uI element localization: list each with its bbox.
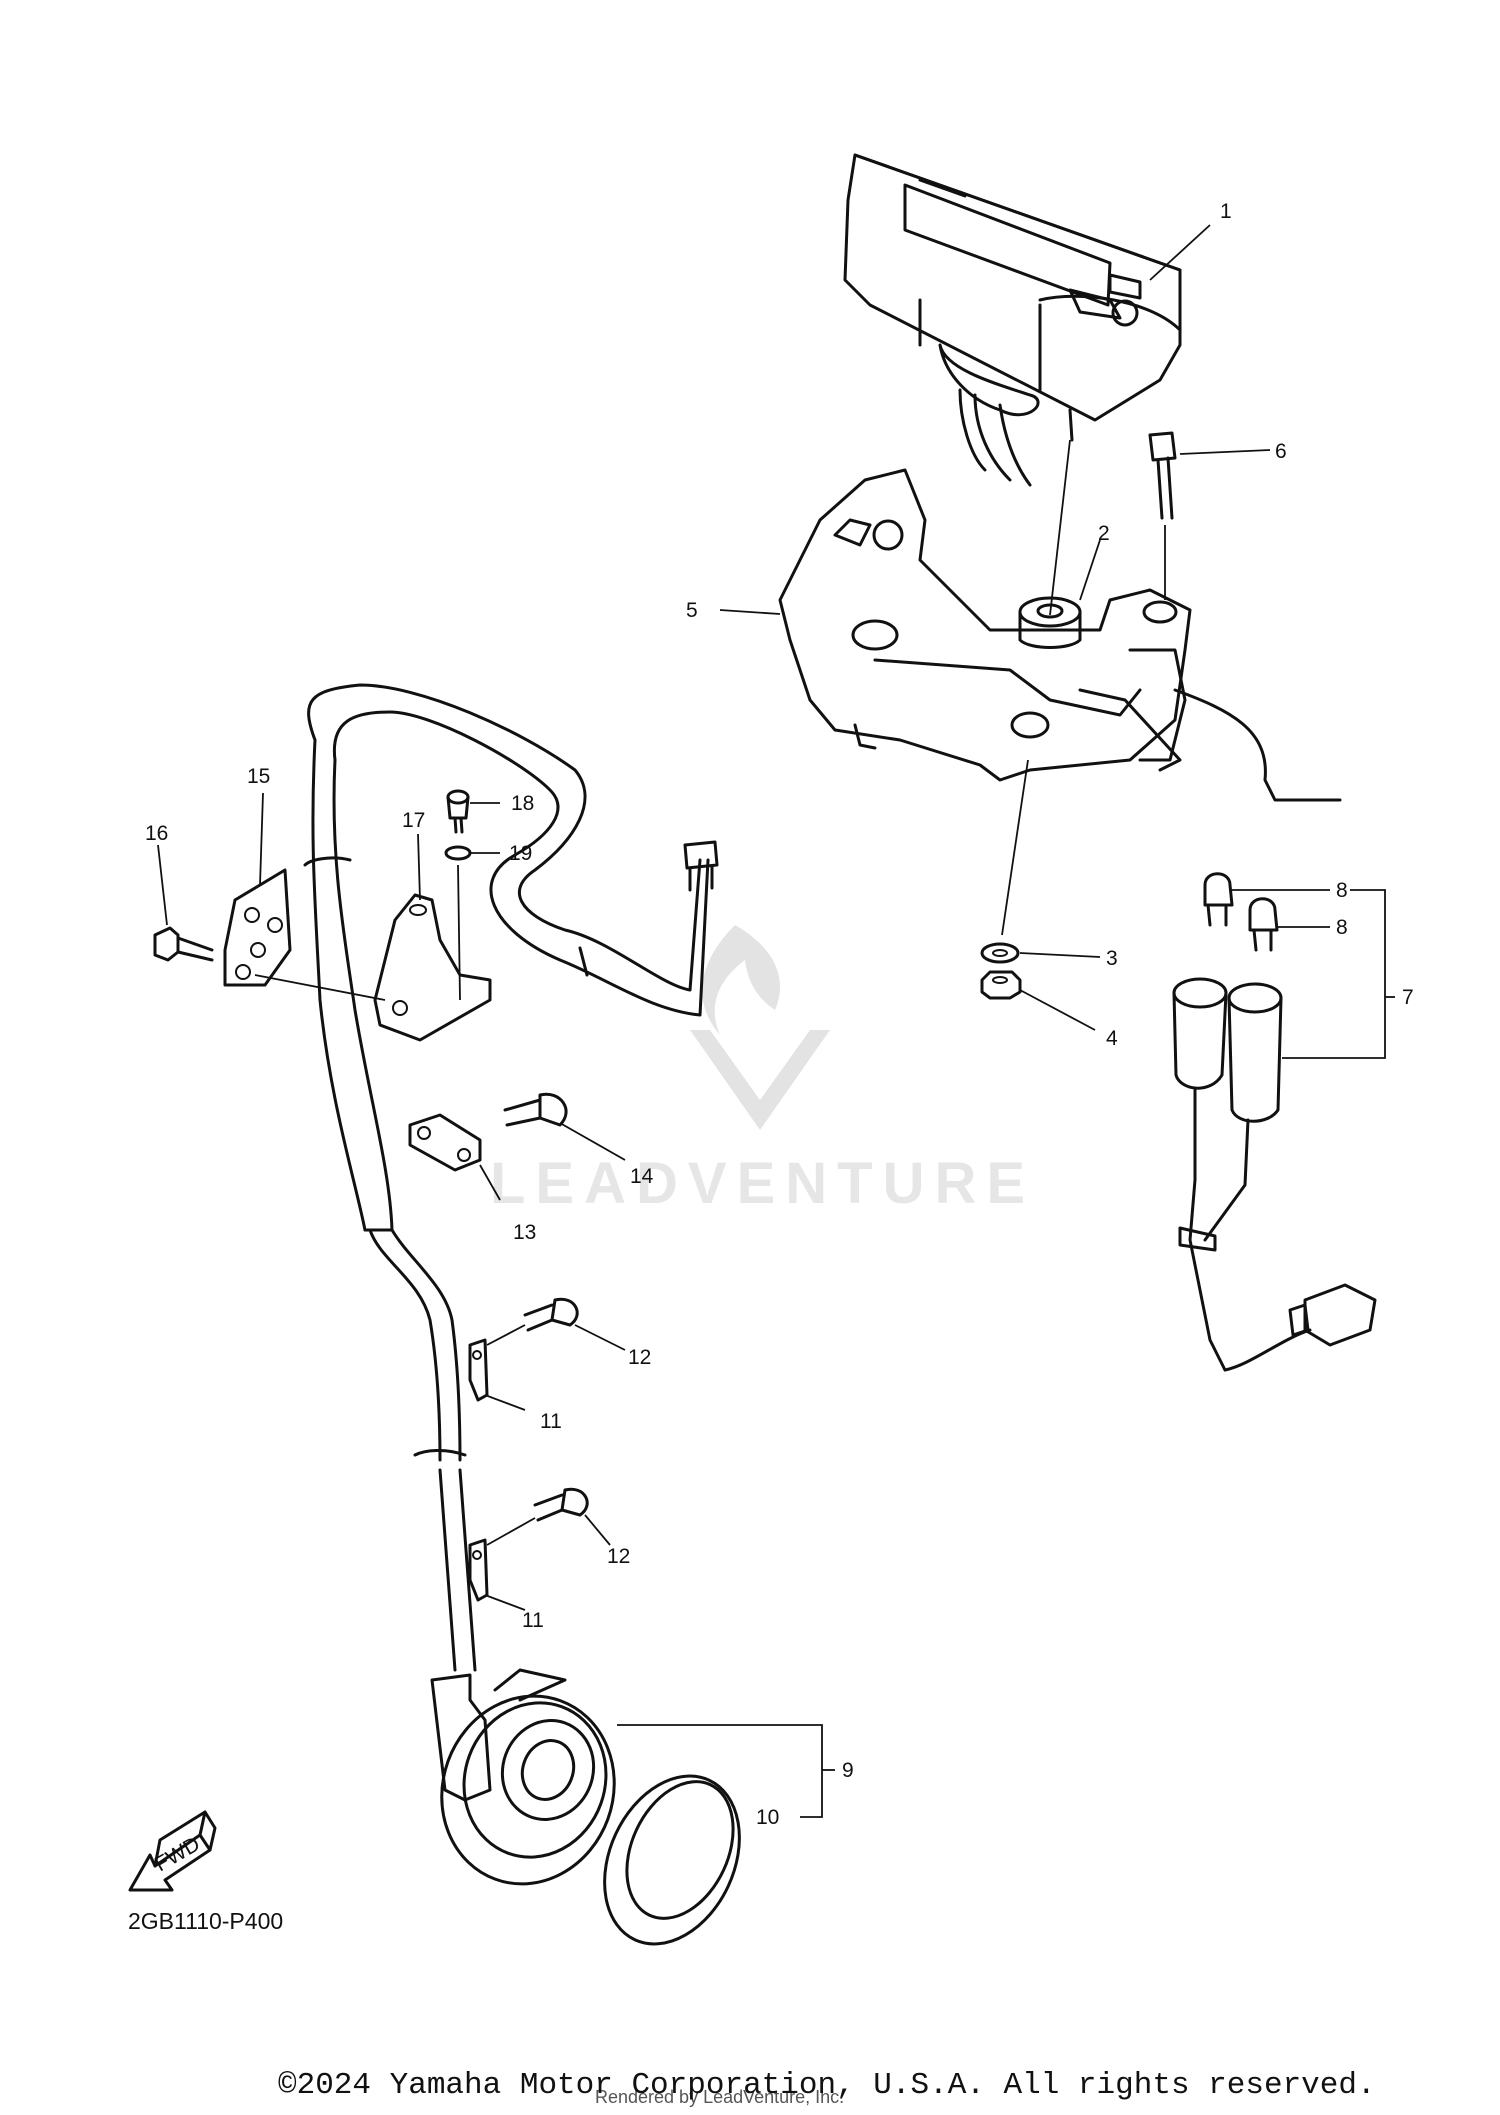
callout-4: 4 — [1106, 1027, 1118, 1050]
meter-assembly — [843, 153, 1182, 487]
callout-17: 17 — [402, 809, 425, 832]
screw-14 — [503, 1092, 568, 1127]
clip-11a — [468, 1338, 489, 1402]
bulb-8a — [1203, 872, 1234, 927]
callout-5: 5 — [686, 599, 698, 622]
callout-2: 2 — [1098, 522, 1110, 545]
callout-8b: 8 — [1336, 916, 1348, 939]
screw-18 — [446, 789, 470, 834]
bracket-17 — [373, 893, 492, 1042]
callout-1: 1 — [1220, 200, 1232, 223]
screw-12b — [533, 1487, 589, 1522]
callout-11a: 11 — [540, 1410, 562, 1433]
callout-9: 9 — [842, 1759, 854, 1782]
screw-12a — [523, 1297, 579, 1332]
grommet-2 — [1018, 596, 1082, 649]
callout-8a: 8 — [1336, 879, 1348, 902]
bolt-16 — [153, 926, 214, 962]
callout-6: 6 — [1275, 440, 1287, 463]
leader-lines — [157, 224, 1395, 1818]
callout-12a: 12 — [628, 1346, 651, 1369]
oil-seal-10 — [603, 1774, 741, 1946]
clamp-13 — [408, 1113, 482, 1172]
callout-12b: 12 — [607, 1545, 630, 1568]
bolt-6 — [1148, 431, 1177, 520]
callout-11b: 11 — [522, 1609, 544, 1632]
callout-10: 10 — [756, 1806, 779, 1829]
watermark-text: LEADVENTURE — [490, 1151, 1036, 1216]
plate-15 — [223, 868, 292, 987]
rendered-by: Rendered by LeadVenture, Inc. — [595, 2087, 845, 2107]
watermark-logo — [690, 925, 830, 1130]
diagram-code: 2GB1110-P400 — [128, 1908, 284, 1934]
callout-7: 7 — [1402, 986, 1414, 1009]
washer-19 — [444, 845, 472, 861]
callout-3: 3 — [1106, 947, 1118, 970]
nut-4 — [980, 970, 1022, 1000]
meter-cable — [303, 683, 719, 1672]
callout-15: 15 — [247, 765, 270, 788]
fwd-arrow-icon: FWD — [128, 1810, 217, 1892]
washer-3 — [980, 942, 1020, 964]
bulb-8b — [1248, 897, 1279, 952]
callout-19: 19 — [509, 842, 532, 865]
callout-18: 18 — [511, 792, 534, 815]
clip-11b — [468, 1538, 489, 1602]
callout-14: 14 — [630, 1165, 654, 1188]
callout-16: 16 — [145, 822, 168, 845]
copyright-text: ©2024 Yamaha Motor Corporation, U.S.A. A… — [278, 2068, 1376, 2103]
callouts: 1 2 3 4 5 6 7 8 8 9 10 11 11 12 12 13 14… — [145, 200, 1414, 1829]
socket-assembly-7 — [1172, 977, 1377, 1372]
meter-bracket — [778, 468, 1342, 802]
speedometer-gear-unit-9 — [430, 1668, 616, 1886]
callout-13: 13 — [513, 1221, 536, 1244]
